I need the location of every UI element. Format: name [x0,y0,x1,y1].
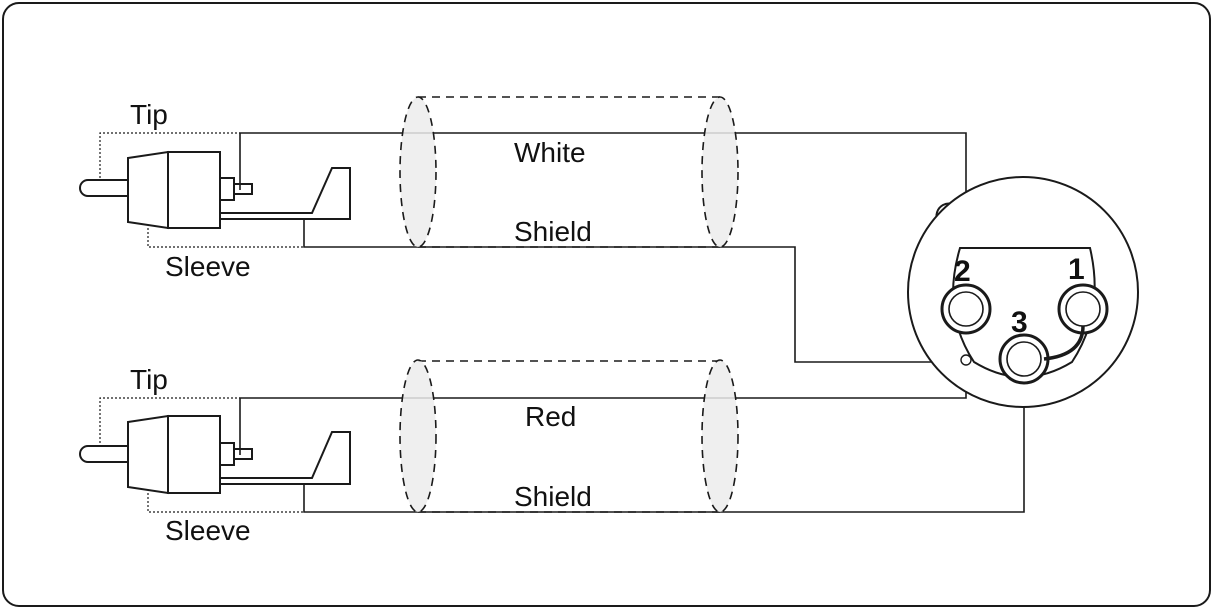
tip-bracket-bottom [99,397,240,455]
bottom-shield-label: Shield [514,481,592,512]
top-cable: Tip Sleeve White Shield [79,96,1010,363]
cable-shield-bottom [399,359,739,513]
plug-body-top [167,151,221,229]
tip-label-top: Tip [130,99,168,130]
red-wire-label: Red [525,401,576,432]
rca-plug-bottom [79,414,351,495]
xlr-pin-3-label: 3 [1011,306,1028,339]
plug-body-bottom [167,415,221,494]
sleeve-label-bottom: Sleeve [165,515,251,546]
white-wire-label: White [514,137,586,168]
top-shield-label: Shield [514,216,592,247]
bottom-cable: Tip Sleeve Red Shield [79,248,1025,546]
tip-bracket-top [99,132,240,190]
cable-shield-top [399,96,739,248]
white-wire [239,132,967,248]
tip-label-bottom: Tip [130,364,168,395]
sleeve-label-top: Sleeve [165,251,251,282]
xlr-pin-1-label: 1 [1068,253,1085,286]
xlr-pin-2-label: 2 [954,255,971,288]
pin1-pin3-jumper [1043,325,1085,361]
top-shield-wire [303,219,1010,363]
rca-plug-top [79,150,351,230]
xlr-connector: 2 1 3 [907,176,1139,408]
